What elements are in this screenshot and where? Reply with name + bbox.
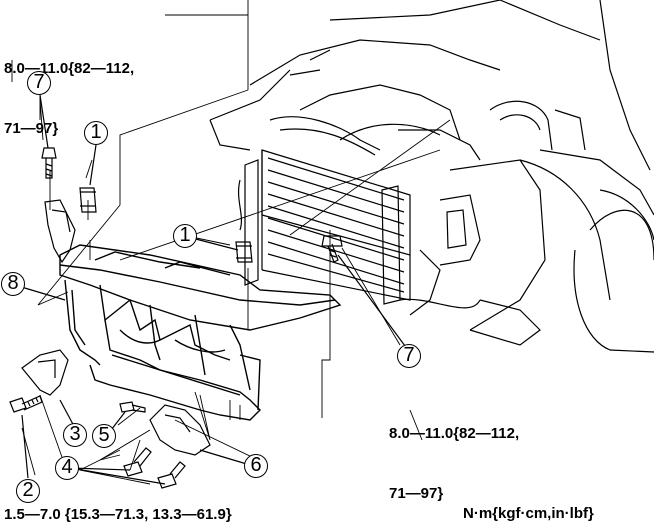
torque-spec-right-line1: 8.0—11.0{82—112, bbox=[389, 425, 520, 442]
rubber-mount-1-right bbox=[235, 241, 253, 263]
bolt-4-b bbox=[157, 461, 186, 489]
callout-1-left: 1 bbox=[84, 121, 108, 145]
callout-4: 4 bbox=[55, 456, 79, 480]
air-guide-left bbox=[21, 349, 69, 396]
shroud-lower-frame bbox=[64, 279, 261, 421]
callout-7-top: 7 bbox=[27, 71, 51, 95]
bolt-2 bbox=[9, 395, 43, 413]
torque-spec-top-left-line2: 71—97} bbox=[4, 120, 59, 137]
screw-5 bbox=[119, 401, 146, 413]
callout-1-right: 1 bbox=[173, 224, 197, 248]
callout-8: 8 bbox=[1, 272, 25, 296]
units-note: N·m{kgf·cm,in·lbf} bbox=[463, 505, 594, 522]
bolt-4-a bbox=[123, 447, 152, 477]
shroud-upper-panel bbox=[59, 244, 342, 331]
torque-spec-right: 8.0—11.0{82—112, 71—97} bbox=[389, 384, 519, 530]
callout-7-right: 7 bbox=[397, 344, 421, 368]
callout-6: 6 bbox=[244, 454, 268, 478]
bracket-lower bbox=[149, 404, 211, 456]
torque-spec-top-left: 8.0—11.0{82—112, 71—97} bbox=[4, 19, 134, 179]
leader-lines bbox=[11, 0, 451, 485]
bolt-7-right bbox=[321, 235, 343, 263]
callout-3: 3 bbox=[63, 423, 87, 447]
torque-spec-top-left-line1: 8.0—11.0{82—112, bbox=[4, 60, 135, 77]
torque-spec-bottom: 1.5—7.0 {15.3—71.3, 13.3—61.9} bbox=[4, 506, 232, 523]
torque-spec-right-line2: 71—97} bbox=[389, 485, 444, 502]
bracket-left bbox=[44, 199, 76, 264]
callout-5: 5 bbox=[92, 424, 116, 448]
vehicle-body-outline bbox=[209, 0, 654, 353]
bolt-7-left bbox=[41, 147, 57, 179]
callout-2: 2 bbox=[16, 479, 40, 503]
rubber-mount-1-left bbox=[79, 187, 97, 213]
radiator-assembly bbox=[237, 116, 481, 305]
